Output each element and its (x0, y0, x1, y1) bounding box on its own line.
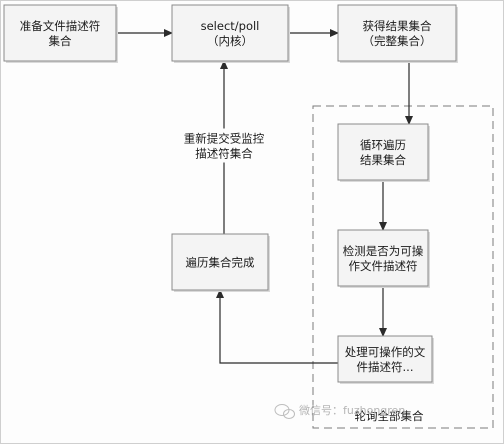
edge-label-line-1: 重新提交受监控 (184, 132, 265, 146)
edge-label-backing (172, 128, 276, 163)
loop-group-border (312, 105, 494, 429)
watermark: 微信号：fuzhongren (274, 403, 405, 419)
node-result-label-2: （完整集合） (363, 34, 432, 48)
edge-handle-to-done (216, 289, 338, 364)
node-check-label-2: 作文件描述符 (349, 259, 418, 273)
node-handle: 处理可操作的文件描述符... (337, 335, 434, 384)
wechat-icon (274, 404, 295, 419)
node-select-box (171, 4, 289, 62)
node-select: select/poll（内核） (171, 4, 290, 63)
node-result-label-1: 获得结果集合 (363, 19, 432, 33)
node-handle-label-1: 处理可操作的文 (345, 345, 426, 359)
loop-group-label: 轮询全部集合 (355, 409, 424, 423)
watermark-text: 微信号：fuzhongren (299, 403, 405, 417)
node-done-box (171, 233, 269, 291)
node-done: 遍历集合完成 (171, 233, 270, 292)
node-select-label-2: （内核） (207, 34, 253, 48)
node-prepare-label-2: 集合 (49, 34, 72, 48)
node-done-label-1: 遍历集合完成 (186, 256, 255, 270)
node-loop-box (337, 123, 429, 181)
node-result-box (337, 4, 457, 62)
node-check-label-1: 检测是否为可操 (343, 244, 424, 258)
node-prepare-label-1: 准备文件描述符 (20, 19, 101, 33)
edge-label-line-2: 描述符集合 (195, 147, 253, 161)
node-loop-label-2: 结果集合 (360, 153, 406, 167)
node-select-label-1: select/poll (201, 19, 260, 33)
node-handle-box (337, 335, 433, 383)
node-check-box (337, 229, 429, 287)
node-loop-label-1: 循环遍历 (360, 138, 406, 152)
node-prepare-box (3, 4, 117, 62)
node-handle-label-2: 件描述符... (357, 360, 414, 374)
node-result: 获得结果集合（完整集合） (337, 4, 458, 63)
